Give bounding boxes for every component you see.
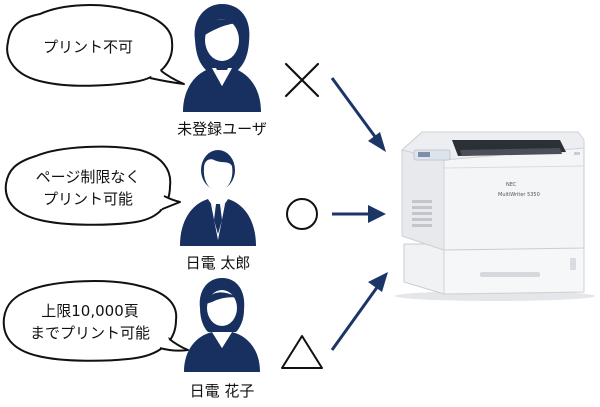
printer-model-label: MultiWriter 5350 <box>498 192 540 198</box>
arrow-to-printer <box>330 272 388 351</box>
user-name-label: 日電 花子 <box>190 382 255 400</box>
bubble-text-line: ページ制限なく <box>36 168 141 186</box>
cross-mark-icon <box>284 62 320 98</box>
bubble-text-line: プリント可能 <box>43 190 133 208</box>
speech-bubble-unregistered: プリント不可 <box>6 4 185 87</box>
woman-user-icon <box>183 4 261 112</box>
bubble-text-line: プリント不可 <box>43 38 133 56</box>
user-name-label: 未登録ユーザ <box>177 120 267 138</box>
bubble-text-line: までプリント可能 <box>30 324 150 342</box>
user-row-taro: ページ制限なく プリント可能 日電 太郎 <box>4 145 386 272</box>
printer-brand-label: NEC <box>506 182 517 188</box>
user-row-hanako: 上限10,000頁 までプリント可能 日電 花子 <box>2 272 388 400</box>
speech-bubble-hanako: 上限10,000頁 までプリント可能 <box>2 280 189 362</box>
user-name-label: 日電 太郎 <box>186 254 251 272</box>
arrow-to-printer <box>330 77 386 152</box>
speech-bubble-taro: ページ制限なく プリント可能 <box>4 145 181 226</box>
circle-mark-icon <box>286 198 318 230</box>
bubble-text-line: 上限10,000頁 <box>41 302 139 320</box>
printer-icon: NEC MultiWriter 5350 <box>395 131 595 301</box>
man-user-icon <box>180 150 256 246</box>
woman-user-icon <box>184 278 260 372</box>
arrow-to-printer <box>332 205 386 223</box>
user-row-unregistered: プリント不可 未登録ユーザ <box>6 4 386 152</box>
triangle-mark-icon <box>281 335 323 369</box>
